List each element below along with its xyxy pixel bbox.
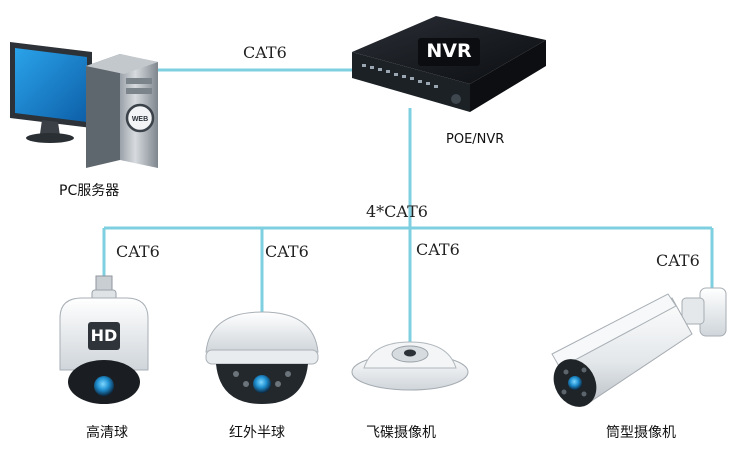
- caption-bullet: 筒型摄像机: [606, 425, 676, 441]
- web-icon-label: WEB: [132, 116, 148, 123]
- ir-leds: [233, 371, 291, 387]
- monitor-screen: [15, 48, 87, 122]
- monitor-base: [26, 133, 74, 143]
- hd-dome-lens: [94, 376, 114, 396]
- nvr-front: [352, 52, 470, 112]
- nvr-badge-bg: [418, 38, 480, 66]
- nvr-power-button: [451, 94, 461, 104]
- nvr-badge: NVR: [426, 40, 472, 62]
- nvr-led-row: [362, 64, 438, 88]
- caption-hd-dome: 高清球: [86, 425, 128, 441]
- nvr-side: [470, 40, 546, 112]
- label-trunk: 4*CAT6: [366, 202, 428, 221]
- label-cat6-bullet: CAT6: [656, 251, 700, 270]
- web-icon: [125, 103, 155, 133]
- bullet-lens: [568, 376, 582, 390]
- half-dome-cover: [205, 311, 319, 353]
- fisheye-camera: [351, 341, 469, 391]
- pc-caption: PC服务器: [59, 183, 120, 199]
- hd-dome-camera: [59, 275, 149, 404]
- pc-server: WEB: [10, 42, 158, 168]
- tower-top: [86, 54, 158, 74]
- nvr-caption: POE/NVR: [446, 132, 505, 147]
- caption-fisheye: 飞碟摄像机: [366, 425, 436, 441]
- label-cat6-fisheye: CAT6: [416, 240, 460, 259]
- hd-badge-frame: [88, 322, 120, 350]
- bullet-sunshield: [551, 293, 677, 369]
- half-dome-lens: [253, 375, 271, 393]
- bullet-ir-leds: [561, 367, 587, 397]
- tower-side: [86, 54, 120, 168]
- caption-half-dome: 红外半球: [229, 425, 285, 441]
- cables: [102, 68, 714, 345]
- label-cat6-half-dome: CAT6: [265, 242, 309, 261]
- label-cat6-pc-nvr: CAT6: [243, 43, 287, 62]
- half-dome-camera: [205, 311, 319, 404]
- hd-badge: HD: [90, 326, 118, 345]
- monitor-stand: [40, 120, 60, 136]
- fisheye-lens: [404, 349, 416, 357]
- label-cat6-hd-dome: CAT6: [116, 242, 160, 261]
- nvr-device: [352, 16, 546, 112]
- tower-drive: [126, 78, 152, 84]
- tower-drive-2: [126, 88, 152, 94]
- half-dome-ring: [205, 349, 319, 365]
- bullet-camera: [551, 287, 727, 407]
- bullet-arm: [681, 297, 705, 325]
